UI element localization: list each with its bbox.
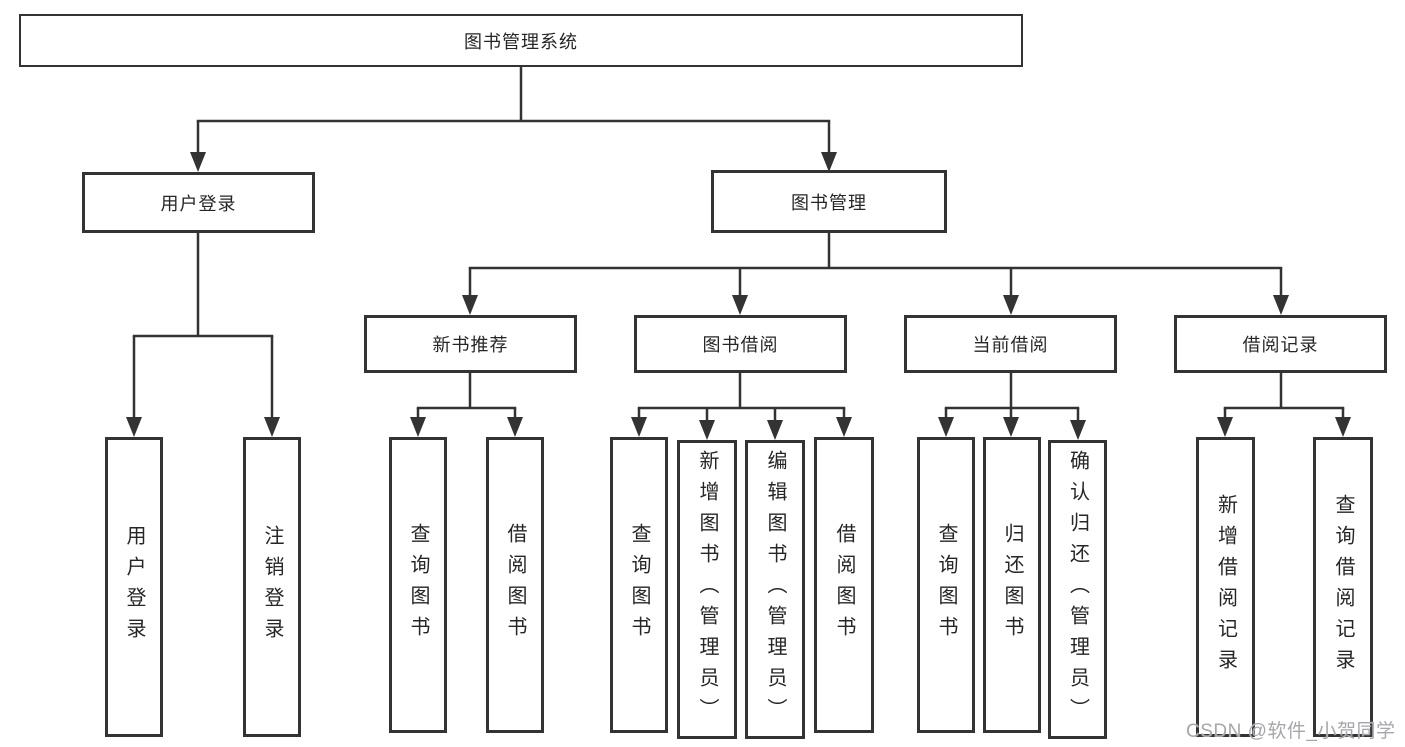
leaf-user-login: 用户登录 xyxy=(105,437,163,737)
leaf-label: 新增图书（管理员） xyxy=(696,450,718,729)
leaf-return-book: 归还图书 xyxy=(983,437,1041,733)
node-book-borrow: 图书借阅 xyxy=(634,315,847,373)
leaf-logout: 注销登录 xyxy=(243,437,301,737)
leaf-label: 注销登录 xyxy=(261,525,283,649)
leaf-label: 归还图书 xyxy=(1001,523,1023,647)
node-user-login: 用户登录 xyxy=(82,172,315,233)
leaf-label: 查询借阅记录 xyxy=(1332,494,1354,680)
node-root: 图书管理系统 xyxy=(19,14,1023,67)
leaf-borrow-books-2: 借阅图书 xyxy=(814,437,874,733)
leaf-label: 确认归还（管理员） xyxy=(1066,450,1089,729)
leaf-edit-book-admin: 编辑图书（管理员） xyxy=(745,440,805,739)
leaf-label: 查询图书 xyxy=(935,523,957,647)
node-borrow-records: 借阅记录 xyxy=(1174,315,1387,373)
leaf-confirm-return-admin: 确认归还（管理员） xyxy=(1048,440,1107,739)
leaf-query-borrow-record: 查询借阅记录 xyxy=(1313,437,1373,737)
node-current-borrow: 当前借阅 xyxy=(904,315,1117,373)
leaf-query-books-2: 查询图书 xyxy=(610,437,668,733)
watermark: CSDN @软件_小贺同学 xyxy=(1186,721,1396,742)
leaf-borrow-books-1: 借阅图书 xyxy=(486,437,544,733)
node-new-book-recommend: 新书推荐 xyxy=(364,315,577,373)
leaf-label: 新增借阅记录 xyxy=(1214,494,1237,680)
leaf-label: 查询图书 xyxy=(407,523,429,647)
leaf-add-book-admin: 新增图书（管理员） xyxy=(677,440,737,739)
leaf-label: 编辑图书（管理员） xyxy=(764,450,786,729)
leaf-query-books-1: 查询图书 xyxy=(389,437,447,733)
leaf-label: 用户登录 xyxy=(123,525,145,649)
leaf-label: 借阅图书 xyxy=(504,523,526,647)
leaf-label: 借阅图书 xyxy=(833,523,855,647)
leaf-label: 查询图书 xyxy=(628,523,650,647)
leaf-add-borrow-record: 新增借阅记录 xyxy=(1196,437,1255,737)
leaf-query-books-3: 查询图书 xyxy=(917,437,975,733)
node-book-management: 图书管理 xyxy=(711,170,947,233)
